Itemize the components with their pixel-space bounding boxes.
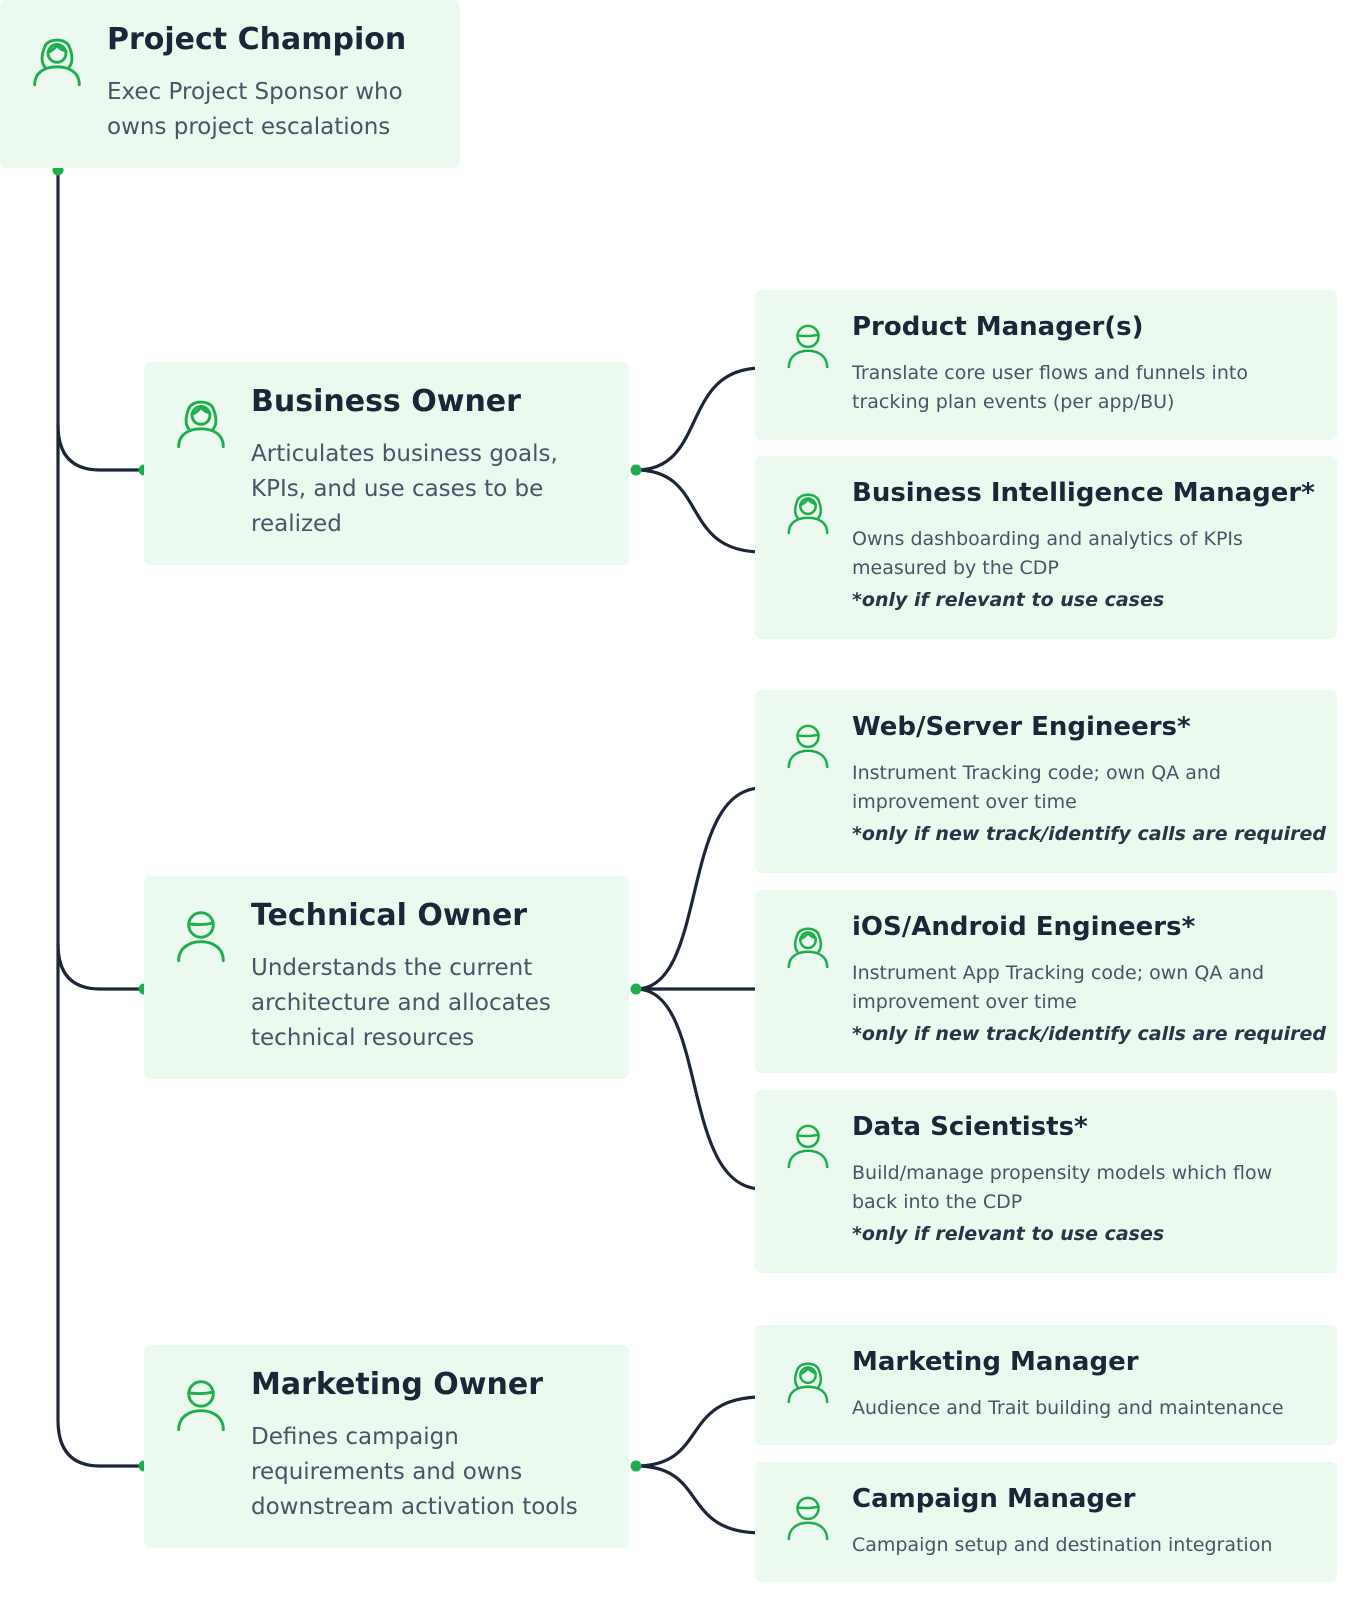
connector-dot [630,464,642,476]
card-description: Owns dashboarding and analytics of KPIs … [852,528,1243,579]
campaign-manager-card: Campaign Manager Campaign setup and dest… [755,1462,1337,1582]
card-description: Defines campaign requirements and owns d… [251,1424,578,1520]
branch-line [56,943,144,991]
card-description: Translate core user flows and funnels in… [852,362,1248,413]
person-male-icon [785,1492,831,1542]
card-title: Data Scientists* [852,1112,1088,1142]
card-description: Articulates business goals, KPIs, and us… [251,441,558,537]
card-title: Marketing Owner [251,1367,544,1402]
card-description: Instrument Tracking code; own QA and imp… [852,762,1221,813]
person-female-icon [30,30,84,88]
fan-line [635,366,763,472]
branch-line [56,424,144,472]
data-scientists-card: Data Scientists* Build/manage propensity… [755,1090,1337,1273]
person-male-icon [174,906,228,964]
bi-manager-card: Business Intelligence Manager* Owns dash… [755,456,1337,639]
card-title: Technical Owner [251,898,528,933]
card-title: Product Manager(s) [852,312,1144,342]
fan-line [635,1464,763,1535]
card-note: *only if new track/identify calls are re… [852,1023,1326,1045]
card-title: Business Intelligence Manager* [852,478,1315,508]
person-female-icon [785,1355,831,1405]
connector-dot [630,983,642,995]
card-title: Project Champion [107,22,407,57]
marketing-owner-card: Marketing Owner Defines campaign require… [144,1345,629,1548]
fan-line [635,1395,763,1468]
person-male-icon [785,1120,831,1170]
card-description: Campaign setup and destination integrati… [852,1534,1273,1556]
marketing-manager-card: Marketing Manager Audience and Trait bui… [755,1325,1337,1445]
card-title: Campaign Manager [852,1484,1136,1514]
card-description: Audience and Trait building and maintena… [852,1397,1284,1419]
person-male-icon [174,1375,228,1433]
person-female-icon [785,920,831,970]
person-male-icon [785,320,831,370]
trunk-line [56,170,144,1468]
product-manager-card: Product Manager(s) Translate core user f… [755,290,1337,440]
card-title: iOS/Android Engineers* [852,912,1196,942]
person-female-icon [174,392,228,450]
card-title: Marketing Manager [852,1347,1139,1377]
card-note: *only if relevant to use cases [852,1223,1165,1245]
card-note: *only if new track/identify calls are re… [852,823,1326,845]
card-note: *only if relevant to use cases [852,589,1165,611]
card-description: Exec Project Sponsor who owns project es… [107,79,403,140]
card-title: Business Owner [251,384,521,419]
fan-line [635,468,763,554]
project-champion-card: Project Champion Exec Project Sponsor wh… [0,0,460,168]
person-male-icon [785,720,831,770]
technical-owner-card: Technical Owner Understands the current … [144,876,629,1079]
web-server-engineers-card: Web/Server Engineers* Instrument Trackin… [755,690,1337,873]
person-female-icon [785,486,831,536]
card-title: Web/Server Engineers* [852,712,1191,742]
fan-line [635,786,763,991]
card-description: Instrument App Tracking code; own QA and… [852,962,1265,1013]
connector-dot [630,1460,642,1472]
card-description: Understands the current architecture and… [251,955,551,1051]
ios-android-engineers-card: iOS/Android Engineers* Instrument App Tr… [755,890,1337,1073]
fan-line [635,987,763,1191]
business-owner-card: Business Owner Articulates business goal… [144,362,629,565]
card-description: Build/manage propensity models which flo… [852,1162,1273,1213]
